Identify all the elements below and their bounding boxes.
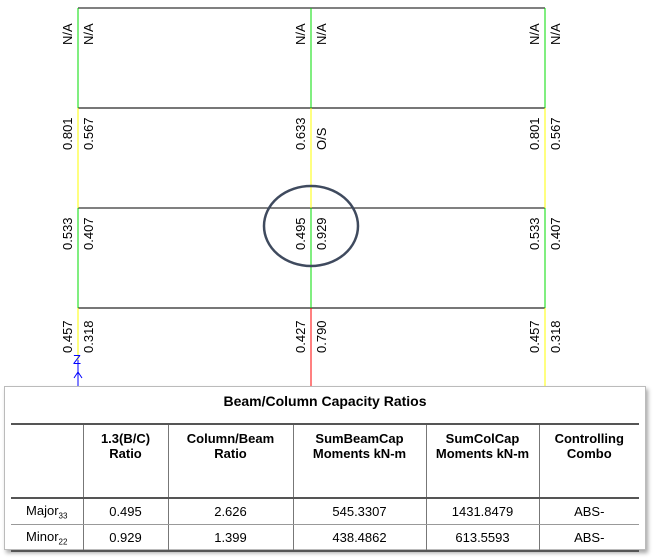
frame-elevation: Z: [73, 7, 546, 386]
ratio-label: 0.457: [60, 320, 75, 353]
table-cell: ABS-: [538, 498, 639, 525]
panel-title: Beam/Column Capacity Ratios: [223, 393, 427, 409]
ratio-label: 0.533: [527, 217, 542, 250]
ratio-label: 0.407: [548, 217, 563, 250]
ratio-label: O/S: [314, 127, 329, 150]
row-name: Major: [26, 502, 59, 518]
row-name: Minor: [26, 528, 59, 544]
column-header: Column/Beam Ratio: [167, 423, 293, 499]
ratio-label: 0.318: [548, 320, 563, 353]
column-header: 1.3(B/C) Ratio: [82, 423, 168, 499]
table-cell: 1431.8479: [425, 498, 539, 525]
capacity-ratios-panel: Beam/Column Capacity Ratios 1.3(B/C) Rat…: [4, 386, 646, 552]
ratio-label: 0.929: [314, 217, 329, 250]
axis-label: Z: [73, 352, 81, 367]
table-cell: 1.399: [167, 524, 293, 552]
ratio-label: N/A: [548, 23, 563, 45]
row-header: Minor22: [11, 524, 83, 552]
table-cell: 545.3307: [292, 498, 426, 525]
ratio-label: N/A: [293, 23, 308, 45]
column-header: Controlling Combo: [538, 423, 639, 499]
ratio-label: 0.790: [314, 320, 329, 353]
table-cell: ABS-: [538, 524, 639, 552]
table-cell: 2.626: [167, 498, 293, 525]
ratio-label: 0.801: [527, 117, 542, 150]
ratio-label: N/A: [81, 23, 96, 45]
row-subscript: 33: [58, 511, 68, 521]
ratio-label: 0.318: [81, 320, 96, 353]
ratio-label: 0.407: [81, 217, 96, 250]
column-header: SumBeamCap Moments kN-m: [292, 423, 426, 499]
table-cell: 438.4862: [292, 524, 426, 552]
ratio-label: N/A: [60, 23, 75, 45]
highlight-circle: [262, 184, 360, 268]
axis-arrow-icon: [73, 371, 83, 379]
column-header: [11, 423, 83, 499]
ratio-label: N/A: [314, 23, 329, 45]
ratio-label: 0.567: [81, 117, 96, 150]
ratio-label: 0.495: [293, 217, 308, 250]
ratio-label: N/A: [527, 23, 542, 45]
ratio-label: 0.633: [293, 117, 308, 150]
table-cell: 613.5593: [425, 524, 539, 552]
table-cell: 0.929: [82, 524, 168, 552]
ratio-label: 0.427: [293, 320, 308, 353]
ratio-label: 0.567: [548, 117, 563, 150]
table-cell: 0.495: [82, 498, 168, 525]
row-subscript: 22: [58, 537, 68, 547]
column-header: SumColCap Moments kN-m: [425, 423, 539, 499]
ratio-label: 0.533: [60, 217, 75, 250]
ratio-label: 0.457: [527, 320, 542, 353]
ratio-label: 0.801: [60, 117, 75, 150]
row-header: Major33: [11, 498, 83, 525]
